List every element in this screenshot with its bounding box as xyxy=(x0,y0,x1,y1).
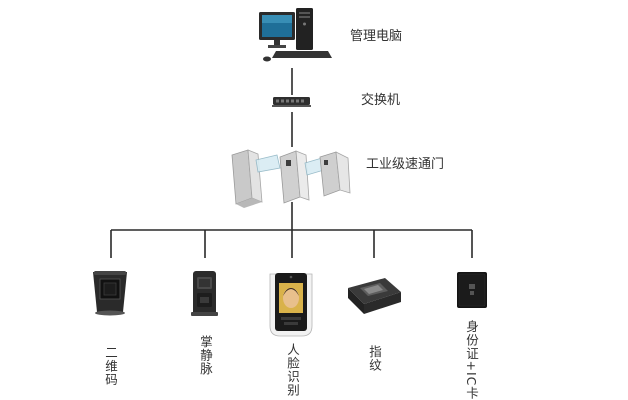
computer-label: 管理电脑 xyxy=(350,29,402,44)
computer-icon xyxy=(259,8,332,62)
device-label-face: 人脸识别 xyxy=(285,343,300,397)
device-label-palm: 掌静脉 xyxy=(198,335,213,376)
id-ic-card-reader-icon xyxy=(457,272,487,308)
qr-scanner-icon xyxy=(93,271,127,316)
face-recognition-icon xyxy=(269,273,313,337)
switch-label: 交换机 xyxy=(361,92,400,108)
device-label-card: 身份证+IC卡 xyxy=(464,320,479,400)
device-label-fingerprint: 指纹 xyxy=(367,345,382,372)
switch-icon xyxy=(272,97,311,107)
speed-gate-icon xyxy=(231,149,351,208)
device-label-qr: 二维码 xyxy=(103,346,118,387)
palm-vein-icon xyxy=(191,271,218,316)
gate-label: 工业级速通门 xyxy=(366,157,444,172)
fingerprint-icon xyxy=(348,278,401,314)
